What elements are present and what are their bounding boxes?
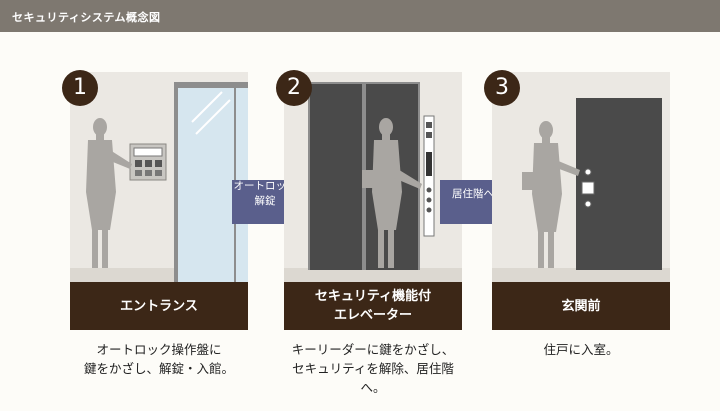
elevator-scene — [308, 82, 435, 270]
step-panel-entrance: エントランス — [70, 72, 248, 330]
header-bar: セキュリティシステム概念図 — [0, 0, 720, 32]
door-lock-icon — [581, 168, 595, 208]
arrow-label: オートロック 解錠 — [233, 180, 297, 207]
page-title: セキュリティシステム概念図 — [12, 11, 161, 24]
resident-silhouette-icon — [86, 118, 132, 268]
step-description: キーリーダーに鍵をかざし、 セキュリティを解除、居住階へ。 — [291, 342, 455, 395]
arrow-label: 居住階へ — [452, 188, 494, 200]
step-number-badge: 1 — [62, 70, 98, 106]
resident-silhouette-icon — [522, 121, 580, 268]
step-panel-front-door: 玄関前 — [492, 72, 670, 330]
auto-lock-panel-icon — [129, 143, 167, 181]
step-description: オートロック操作盤に 鍵をかざし、解錠・入館。 — [83, 342, 234, 376]
resident-silhouette-icon — [362, 118, 422, 268]
step-panel-elevator: セキュリティ機能付 エレベーター — [284, 72, 462, 330]
step-caption: エントランス — [120, 298, 198, 314]
step-number-badge: 3 — [484, 70, 520, 106]
entrance-scene — [86, 82, 248, 282]
step-number-badge: 2 — [276, 70, 312, 106]
step-caption: 玄関前 — [561, 298, 601, 314]
front-door-scene — [522, 98, 662, 270]
key-reader-icon — [423, 115, 435, 237]
step-description: 住戸に入室。 — [543, 342, 619, 357]
step-caption: セキュリティ機能付 エレベーター — [314, 289, 432, 323]
